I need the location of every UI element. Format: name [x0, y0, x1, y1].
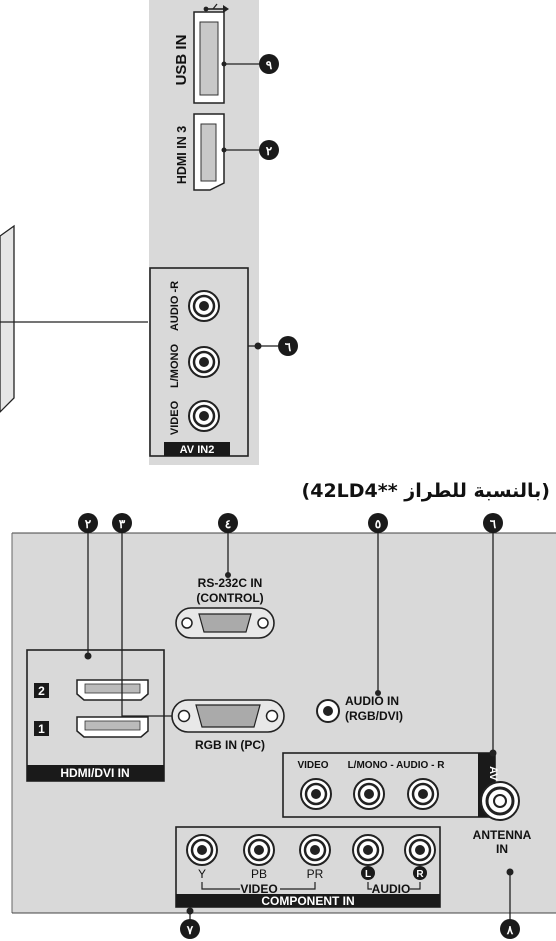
- av-in2-tag: [164, 442, 230, 456]
- av-in2-label: AV IN2: [180, 444, 215, 456]
- hdmi-dvi-in-label: HDMI/DVI IN: [60, 766, 129, 780]
- component-video-label: VIDEO: [240, 882, 277, 896]
- hdmi-in3-label: HDMI IN 3: [175, 126, 189, 184]
- component-y-jack: [186, 834, 218, 866]
- tv-side-edge: [0, 224, 15, 413]
- hdmi3-port: [193, 113, 225, 191]
- av2-video-jack: [188, 400, 220, 432]
- rs232c-label: RS-232C IN: [198, 576, 263, 590]
- component-in-tag: [176, 894, 440, 907]
- rs232c-port: [175, 607, 275, 639]
- svg-text:٧: ٧: [186, 923, 194, 937]
- antenna-sub-label: IN: [496, 842, 508, 856]
- audio-in-rgb-jack: [316, 699, 340, 723]
- component-audio-l-jack: [352, 834, 384, 866]
- callout-badge-hdmi: ٢: [78, 513, 98, 533]
- av1-video-jack: [300, 778, 332, 810]
- usb-in-label: USB IN: [173, 35, 190, 86]
- svg-text:٢: ٢: [266, 144, 273, 158]
- callout-badge-av1: ٦: [483, 513, 503, 533]
- av2-lmono-jack: [188, 346, 220, 378]
- component-r-label: R: [416, 869, 424, 880]
- component-pr-jack: [299, 834, 331, 866]
- svg-text:٤: ٤: [225, 517, 231, 531]
- hdmi-2-number: 2: [38, 684, 45, 698]
- audio-in-label: AUDIO IN: [345, 694, 399, 708]
- av1-audio-label: L/MONO - AUDIO - R: [348, 760, 446, 771]
- av2-video-label: VIDEO: [169, 400, 181, 435]
- svg-text:٦: ٦: [490, 517, 497, 531]
- component-l-label: L: [365, 869, 371, 880]
- video-bracket: [201, 882, 316, 890]
- av1-video-label: VIDEO: [297, 760, 328, 771]
- av2-lmono-label: L/MONO: [169, 344, 181, 388]
- hdmi1-port: [76, 716, 149, 738]
- component-in-label: COMPONENT IN: [261, 894, 354, 908]
- callout-badge-av2: ٦: [278, 336, 298, 356]
- callout-badge-hdmi3: ٢: [259, 140, 279, 160]
- antenna-label: ANTENNA: [473, 828, 532, 842]
- audio-bracket: [367, 882, 421, 890]
- callout-badge-antenna: ٨: [500, 919, 520, 939]
- audio-in-sub-label: (RGB/DVI): [345, 709, 403, 723]
- svg-text:٣: ٣: [119, 517, 126, 531]
- antenna-in-port: [480, 781, 520, 821]
- component-audio-r-jack: [404, 834, 436, 866]
- callout-badge-audio-in: ٥: [368, 513, 388, 533]
- usb-port: [193, 11, 225, 104]
- av1-audio-r-jack: [407, 778, 439, 810]
- callout-badge-rgb: ٣: [112, 513, 132, 533]
- rgb-pc-port: [171, 699, 285, 733]
- component-pb-jack: [243, 834, 275, 866]
- svg-text:٦: ٦: [285, 340, 292, 354]
- callout-badge-rs232: ٤: [218, 513, 238, 533]
- callout-badge-component: ٧: [180, 919, 200, 939]
- component-pr-label: PR: [307, 867, 324, 881]
- av2-audio-r-jack: [188, 290, 220, 322]
- rs232c-sub-label: (CONTROL): [196, 591, 263, 605]
- component-audio-label: AUDIO: [372, 882, 411, 896]
- hdmi-1-number: 1: [38, 722, 45, 736]
- component-pb-label: PB: [251, 867, 267, 881]
- svg-text:٥: ٥: [375, 517, 381, 531]
- component-y-label: Y: [198, 867, 206, 881]
- model-caption: (بالنسبة للطراز **42LD4): [301, 480, 550, 502]
- svg-text:٨: ٨: [506, 923, 514, 937]
- av2-audio-label: AUDIO -R: [169, 281, 181, 331]
- hdmi2-port: [76, 679, 149, 701]
- callout-badge-usb: ٩: [259, 54, 279, 74]
- svg-text:٢: ٢: [85, 517, 92, 531]
- av1-audio-l-jack: [353, 778, 385, 810]
- svg-text:٩: ٩: [266, 58, 273, 72]
- hdmi-dvi-tag: [27, 765, 164, 781]
- usb-icon: [203, 3, 229, 13]
- rgb-in-label: RGB IN (PC): [195, 738, 265, 752]
